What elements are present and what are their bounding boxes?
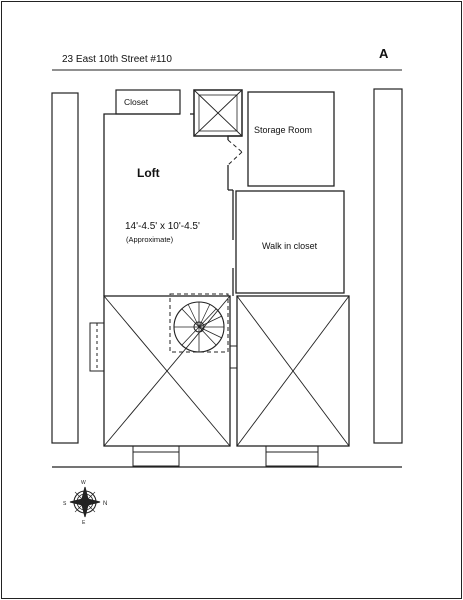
unit-letter: A	[379, 46, 389, 61]
walk-in-closet-room	[235, 190, 345, 294]
spiral-staircase	[169, 293, 229, 353]
left-neighbor-wall	[51, 92, 79, 444]
bottom-window-right	[265, 445, 319, 467]
walk-in-closet-label: Walk in closet	[262, 241, 318, 251]
address-title: 23 East 10th Street #110	[62, 54, 172, 65]
compass-south-label: S	[63, 501, 67, 507]
right-partition-mark	[229, 345, 238, 369]
bottom-window-left	[132, 445, 180, 467]
loft-dimensions: 14'-4.5' x 10'-4.5'	[125, 221, 200, 232]
loft-approximate-note: (Approximate)	[126, 235, 174, 244]
storage-door	[227, 139, 243, 166]
lower-right-room	[236, 295, 350, 447]
loft-label: Loft	[137, 166, 160, 180]
loft-walls	[103, 113, 242, 296]
compass-west-label: W	[81, 480, 86, 486]
compass-icon: W N E S	[63, 480, 107, 526]
storage-room	[247, 91, 335, 187]
closet-label: Closet	[124, 97, 149, 107]
left-window	[89, 322, 105, 372]
compass-north-label: N	[103, 501, 107, 507]
storage-room-label: Storage Room	[254, 125, 313, 135]
shaft-box	[193, 89, 243, 137]
right-neighbor-wall	[373, 88, 403, 444]
compass-east-label: E	[82, 520, 86, 526]
lower-left-room	[103, 295, 231, 447]
